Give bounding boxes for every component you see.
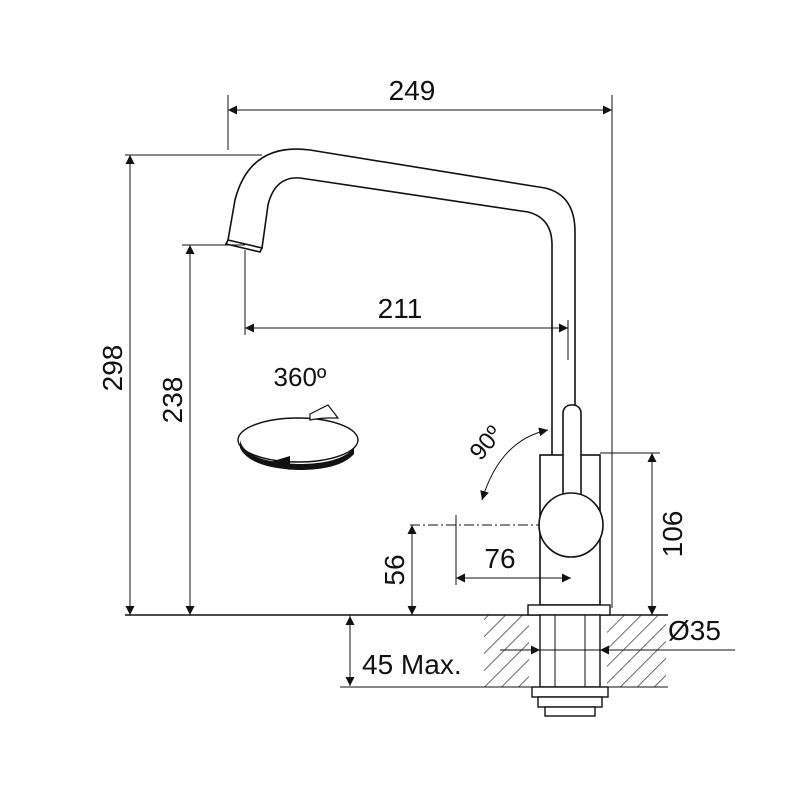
dimension-body-height: 106	[600, 452, 688, 615]
spout-aerator	[224, 239, 264, 253]
dimension-counter-thickness: 45 Max.	[345, 615, 462, 686]
spout-clearance-label: 238	[157, 377, 188, 424]
spout-outer-contour	[227, 148, 576, 455]
mounting-shank	[531, 614, 609, 717]
dimension-hole-diameter: Ø35	[500, 615, 735, 655]
lever-handle	[562, 404, 582, 506]
dimension-spout-clearance: 238	[157, 244, 245, 615]
shank-washer	[537, 696, 603, 708]
lever-angle-indicator: 90º	[410, 421, 549, 526]
shank-nut	[531, 686, 609, 698]
total-width-label: 249	[389, 75, 436, 106]
body-height-label: 106	[657, 511, 688, 558]
lever-offset-label: 76	[484, 543, 515, 574]
spout-inner-contour	[261, 177, 553, 455]
rotation-indicator: 360º	[237, 362, 359, 470]
dimension-total-width: 249	[227, 75, 613, 608]
countertop-right-hatch	[607, 615, 666, 687]
countertop-section	[125, 614, 668, 688]
shank-body	[539, 614, 601, 688]
circular-rotation-arrow-icon	[237, 404, 359, 470]
dimension-total-height: 298	[97, 154, 262, 615]
countertop-left-hatch	[484, 615, 529, 687]
shank-end	[544, 706, 596, 717]
faucet-spout	[224, 148, 576, 455]
lever-hub	[538, 492, 604, 558]
hole-diameter-label: Ø35	[668, 615, 721, 646]
spout-reach-label: 211	[378, 293, 423, 324]
dimension-spout-reach: 211	[244, 250, 569, 360]
rotation-label: 360º	[274, 362, 327, 392]
body-base-ring	[527, 604, 611, 616]
total-height-label: 298	[97, 345, 128, 392]
dimension-lever-height: 56	[379, 525, 417, 615]
lever-height-label: 56	[379, 554, 410, 585]
dimension-lever-offset: 76	[455, 515, 571, 585]
counter-thickness-label: 45 Max.	[362, 649, 462, 680]
faucet-body	[527, 404, 611, 616]
